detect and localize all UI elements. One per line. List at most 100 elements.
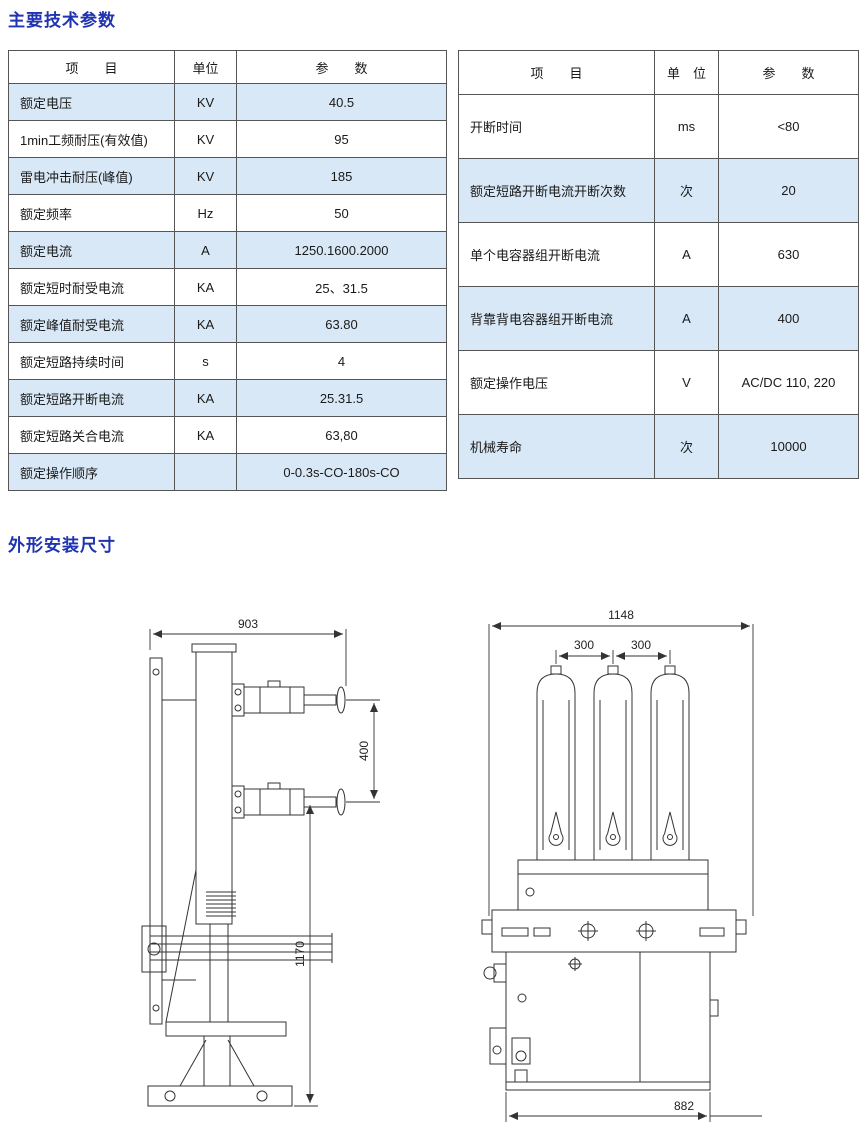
unit-cell: KA <box>174 416 237 454</box>
column-header: 参 数 <box>718 50 859 95</box>
spring-coil <box>206 891 236 917</box>
unit-cell: KV <box>174 120 237 158</box>
unit-cell: 次 <box>654 414 719 479</box>
unit-cell <box>174 453 237 491</box>
unit-cell: A <box>654 222 719 287</box>
value-cell: 1250.1600.2000 <box>236 231 447 269</box>
item-cell: 额定电压 <box>8 83 175 121</box>
section-title-dimensions: 外形安装尺寸 <box>8 536 116 555</box>
operating-arms <box>141 925 333 973</box>
item-cell: 额定峰值耐受电流 <box>8 305 175 343</box>
unit-cell: KA <box>174 379 237 417</box>
dimension-lines <box>149 622 762 1122</box>
column-header: 项 目 <box>458 50 655 95</box>
value-cell: 4 <box>236 342 447 380</box>
value-cell: 630 <box>718 222 859 287</box>
dim-label-side-height: 1170 <box>293 941 307 967</box>
unit-cell: A <box>654 286 719 351</box>
table-row: 额定操作顺序 0-0.3s-CO-180s-CO <box>8 453 447 491</box>
item-cell: 额定短时耐受电流 <box>8 268 175 306</box>
lower-bushing <box>231 782 346 819</box>
value-cell: 40.5 <box>236 83 447 121</box>
dim-label-pole-spacing: 400 <box>357 741 371 761</box>
value-cell: 63,80 <box>236 416 447 454</box>
upper-bushing <box>231 680 346 717</box>
dim-label-phase-spacing-1: 300 <box>574 638 594 652</box>
unit-cell: 次 <box>654 158 719 223</box>
item-cell: 额定短路持续时间 <box>8 342 175 380</box>
mechanism-box <box>483 951 719 1091</box>
dim-label-phase-spacing-2: 300 <box>631 638 651 652</box>
column-header: 参 数 <box>236 50 447 84</box>
value-cell: 25、31.5 <box>236 268 447 306</box>
frame-upright <box>149 657 163 1025</box>
side-view-drawing <box>141 643 346 1107</box>
dim-label-side-width: 903 <box>238 617 258 631</box>
unit-cell: V <box>654 350 719 415</box>
pole-insulator <box>536 665 576 861</box>
header-row: 项 目单位参 数 <box>8 50 447 84</box>
frame-bolt <box>152 668 160 676</box>
column-header: 单位 <box>174 50 237 84</box>
item-cell: 机械寿命 <box>458 414 655 479</box>
item-cell: 额定短路开断电流开断次数 <box>458 158 655 223</box>
value-cell: 0-0.3s-CO-180s-CO <box>236 453 447 491</box>
item-cell: 单个电容器组开断电流 <box>458 222 655 287</box>
base-foot <box>147 1085 293 1107</box>
lower-support <box>165 923 287 1087</box>
item-cell: 额定短路开断电流 <box>8 379 175 417</box>
dim-label-bottom-width: 882 <box>674 1099 694 1113</box>
item-cell: 额定电流 <box>8 231 175 269</box>
value-cell: <80 <box>718 94 859 159</box>
value-cell: 400 <box>718 286 859 351</box>
pole-beam <box>517 859 709 911</box>
unit-cell: A <box>174 231 237 269</box>
item-cell: 额定操作电压 <box>458 350 655 415</box>
pole-insulator <box>650 665 690 861</box>
unit-cell: KV <box>174 83 237 121</box>
item-cell: 额定频率 <box>8 194 175 232</box>
unit-cell: Hz <box>174 194 237 232</box>
item-cell: 雷电冲击耐压(峰值) <box>8 157 175 195</box>
item-cell: 额定操作顺序 <box>8 453 175 491</box>
value-cell: 25.31.5 <box>236 379 447 417</box>
unit-cell: ms <box>654 94 719 159</box>
unit-cell: KA <box>174 305 237 343</box>
value-cell: 63.80 <box>236 305 447 343</box>
column-header: 单 位 <box>654 50 719 95</box>
value-cell: 20 <box>718 158 859 223</box>
item-cell: 背靠背电容器组开断电流 <box>458 286 655 351</box>
dim-label-front-width: 1148 <box>608 608 634 622</box>
item-cell: 1min工频耐压(有效值) <box>8 120 175 158</box>
pole-insulator <box>593 665 633 861</box>
column-header: 项 目 <box>8 50 175 84</box>
column-cap <box>191 643 237 653</box>
unit-cell: KA <box>174 268 237 306</box>
header-row: 项 目单 位参 数 <box>458 50 859 95</box>
unit-cell: KV <box>174 157 237 195</box>
value-cell: 95 <box>236 120 447 158</box>
section-title-parameters: 主要技术参数 <box>8 11 116 30</box>
value-cell: 50 <box>236 194 447 232</box>
value-cell: 185 <box>236 157 447 195</box>
unit-cell: s <box>174 342 237 380</box>
